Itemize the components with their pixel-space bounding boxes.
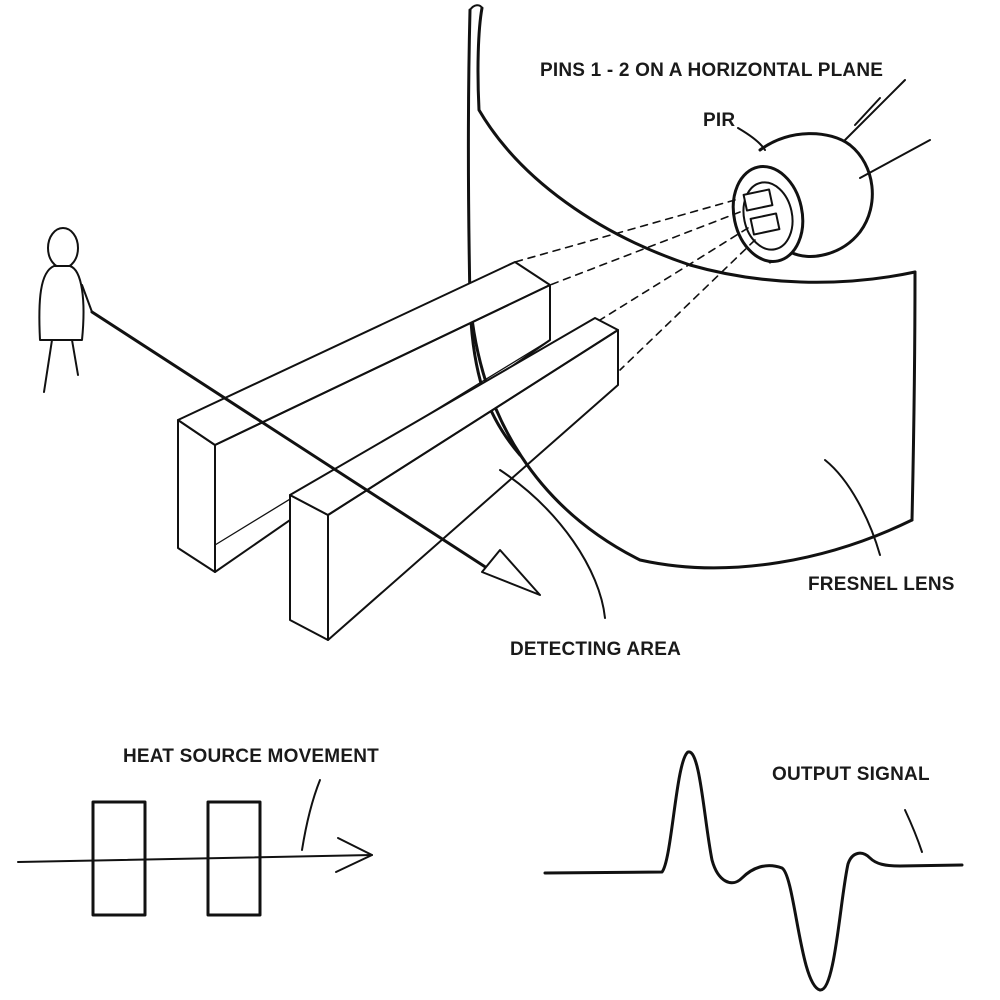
fresnel-leader <box>824 459 881 556</box>
pir-lead-1 <box>844 79 906 141</box>
front-detection-block <box>289 317 619 641</box>
output-signal-waveform <box>543 750 964 992</box>
label-output-signal: OUTPUT SIGNAL <box>772 764 930 785</box>
movement-arrow <box>90 310 541 596</box>
detecting-area-leader <box>499 469 606 619</box>
heat-zone-1 <box>91 800 147 917</box>
output-signal-leader <box>904 809 923 853</box>
label-pins: PINS 1 - 2 ON A HORIZONTAL PLANE <box>540 60 883 81</box>
label-heat-source-movement: HEAT SOURCE MOVEMENT <box>123 746 379 767</box>
heat-movement-arrowhead <box>335 837 373 873</box>
label-detecting-area: DETECTING AREA <box>510 639 681 660</box>
rear-detection-block <box>177 261 551 573</box>
label-fresnel-lens: FRESNEL LENS <box>808 574 955 595</box>
heat-source-leader <box>301 779 321 851</box>
heat-movement-line <box>17 854 373 863</box>
pir-leader <box>737 127 766 151</box>
pir-sensor <box>731 79 931 264</box>
heat-source-sketch <box>17 779 373 917</box>
projection-beams <box>514 199 756 371</box>
pir-lead-2 <box>859 139 931 179</box>
person-figure <box>38 227 93 393</box>
label-pir: PIR <box>703 110 735 131</box>
